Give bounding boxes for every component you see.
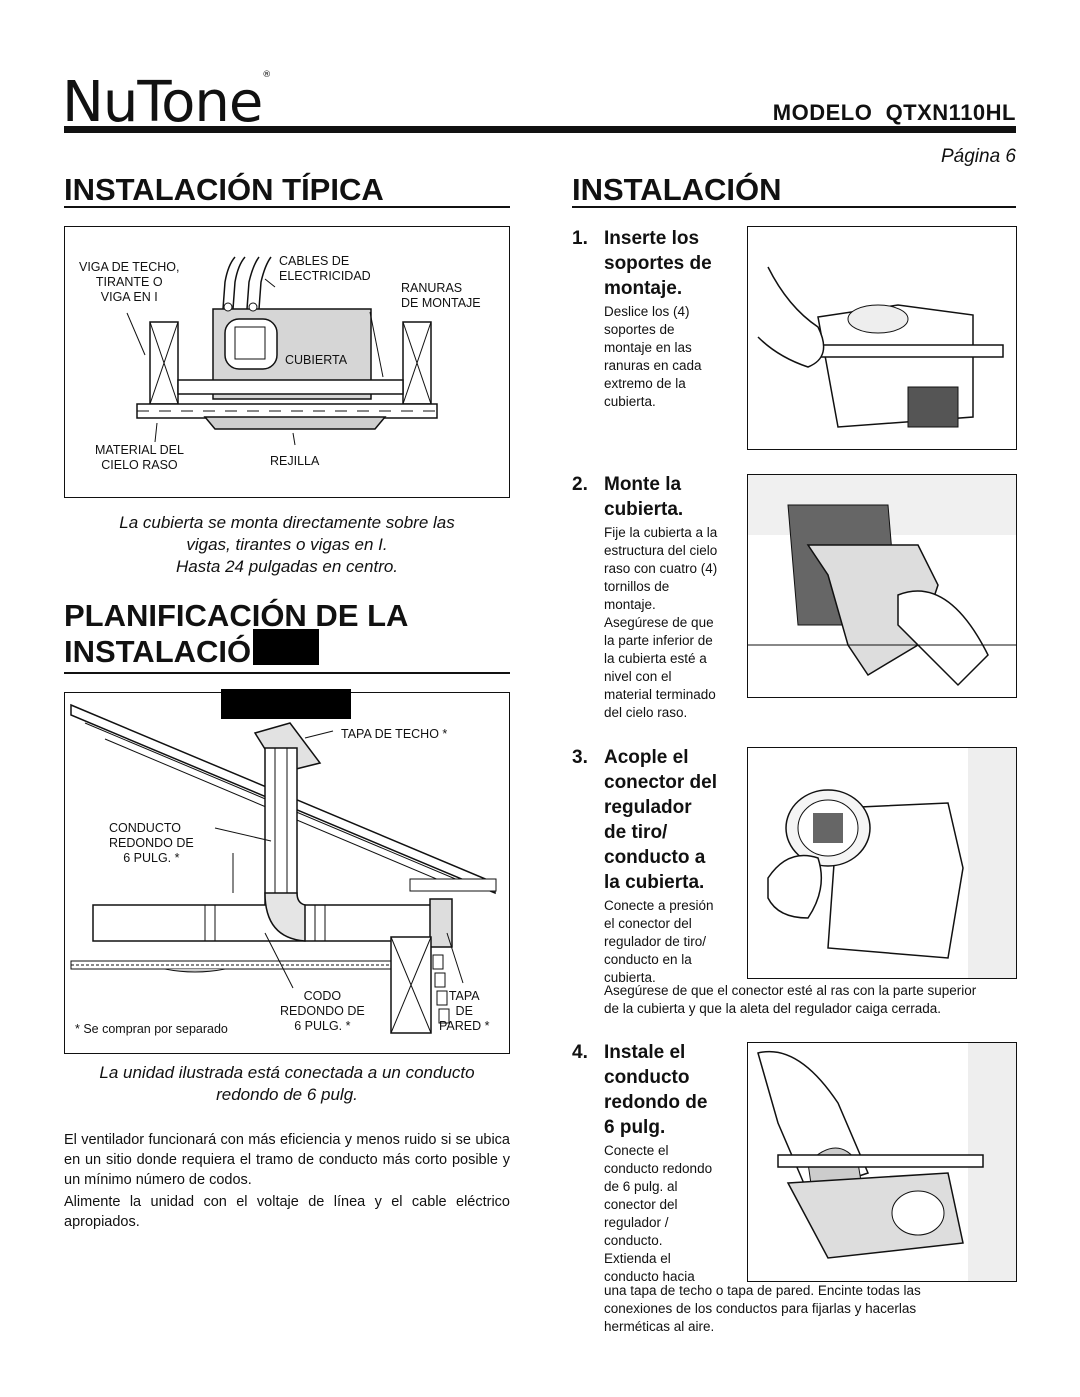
roof-cap-label: TAPA DE TECHO * <box>341 727 448 741</box>
step-2-image <box>747 474 1017 698</box>
attach-connector-illustration <box>767 748 1016 978</box>
typical-caption: La cubierta se monta directamente sobre … <box>119 513 455 576</box>
step-1-image <box>747 226 1017 450</box>
step-3-extra: Asegúrese de que el conector esté al ras… <box>604 983 977 1016</box>
step-4-extra: una tapa de techo o tapa de pared. Encin… <box>604 1283 921 1334</box>
step-4-image <box>747 1042 1017 1282</box>
power-paragraph: Alimente la unidad con el voltaje de lín… <box>64 1194 510 1230</box>
housing-label: CUBIERTA <box>285 353 348 367</box>
nutone-logo: NuTone® <box>62 70 271 135</box>
typical-installation-title: INSTALACIÓN TÍPICA <box>64 172 384 207</box>
typical-title-rule <box>64 206 510 208</box>
planning-title-rule <box>64 672 510 674</box>
efficiency-paragraph: El ventilador funcionará con más eficien… <box>64 1132 510 1188</box>
step-3-image <box>747 747 1017 979</box>
installation-title-rule <box>572 206 1016 208</box>
redaction-block-2 <box>221 689 351 719</box>
page-number: Página 6 <box>940 146 1016 167</box>
redaction-block <box>253 629 319 665</box>
planning-title: PLANIFICACIÓN DE LA INSTALACIÓ <box>64 598 409 669</box>
grille-label: REJILLA <box>270 454 320 468</box>
model-number: MODELO QTXN110HL <box>772 100 1016 125</box>
mount-housing-illustration <box>748 475 1016 687</box>
ducting-illustration <box>70 703 497 1034</box>
planning-caption: La unidad ilustrada está conectada a un … <box>99 1063 475 1104</box>
footnote: * Se compran por separado <box>75 1022 228 1036</box>
typical-installation-illustration <box>126 256 438 446</box>
insert-brackets-illustration <box>757 266 1004 428</box>
header-rule <box>64 126 1016 133</box>
install-duct-illustration <box>757 1043 1016 1281</box>
installation-title: INSTALACIÓN <box>572 172 782 207</box>
